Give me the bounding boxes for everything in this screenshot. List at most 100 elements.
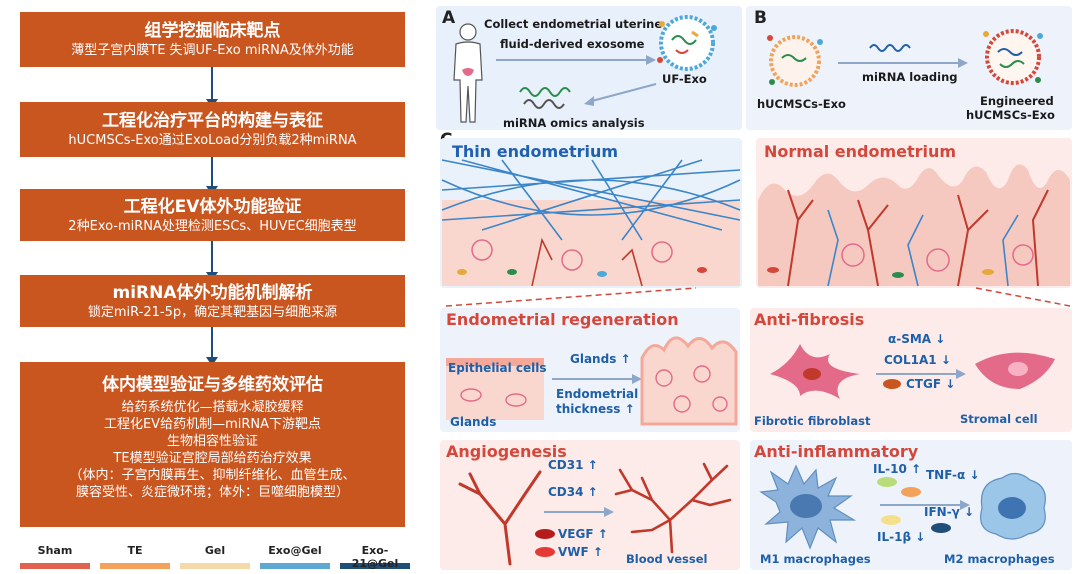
thin-tissue-illustration [441, 159, 741, 287]
panel-a-letter: A [442, 8, 456, 28]
ctgf-marker-icon [883, 379, 901, 389]
ifn-text: IFN-γ [924, 505, 960, 519]
legend-swatch [180, 563, 250, 569]
cd31-text: CD31 [548, 458, 584, 472]
m2-macrophage-label: M2 macrophages [944, 552, 1055, 566]
flow-step-5-line: （体内：子宫内膜再生、抑制纤维化、血管生成、 [69, 468, 356, 483]
anti-inflammatory-title: Anti-inflammatory [754, 442, 919, 461]
legend-item-exo21-gel: Exo-21@Gel [340, 544, 410, 570]
flow-step-3: 工程化EV体外功能验证 2种Exo-miRNA处理检测ESCs、HUVEC细胞表… [20, 189, 405, 241]
flow-arrow [206, 327, 218, 366]
m2-macrophage-icon [980, 472, 1046, 540]
glands-label: Glands [450, 415, 497, 429]
il1b-text: IL-1β [877, 530, 912, 544]
mirna-cargo-icon [869, 44, 911, 52]
arrow-right-icon [838, 58, 968, 68]
arrow-down-icon: ↓ [945, 377, 956, 391]
flow-step-5-line: 生物相容性验证 [166, 434, 258, 449]
flow-step-1-desc: 薄型子宫内膜TE 失调UF-Exo miRNA及体外功能 [71, 43, 354, 58]
hucmscs-exo-icon [767, 35, 823, 87]
legend-item-te: TE [100, 544, 170, 569]
flow-step-4-title: miRNA体外功能机制解析 [112, 282, 313, 303]
ctgf-text: CTGF [906, 377, 942, 391]
collect-text-line1: Collect endometrial uterine [484, 17, 663, 31]
zoom-dashed-lines [445, 287, 1071, 307]
tnf-text: TNF-α [926, 468, 966, 482]
arrow-right-icon [880, 500, 970, 510]
flow-step-2-title: 工程化治疗平台的构建与表征 [102, 111, 323, 131]
thin-endometrium-title: Thin endometrium [452, 142, 619, 161]
engineered-label-line1: Engineered [980, 94, 1054, 108]
arrow-right-icon [544, 507, 614, 517]
flow-arrow [206, 67, 218, 108]
flow-step-5-line: TE模型验证宫腔局部给药治疗效果 [113, 451, 312, 466]
vwf-marker-icon [535, 547, 555, 557]
sparse-vessel-icon [458, 470, 542, 566]
regenerated-epithelium-illustration [640, 336, 738, 426]
arrow-up-icon: ↑ [624, 402, 635, 416]
uf-exo-label: UF-Exo [662, 72, 707, 86]
flow-arrow [206, 241, 218, 281]
il10-text: IL-10 [873, 462, 907, 476]
tnf-marker-icon [901, 487, 921, 497]
omics-label: miRNA omics analysis [503, 116, 645, 130]
blood-vessel-label: Blood vessel [626, 552, 708, 566]
legend-label: Gel [204, 544, 226, 557]
normal-endometrium-title: Normal endometrium [764, 142, 957, 161]
hucmscs-exo-label: hUCMSCs-Exo [757, 97, 846, 111]
flow-step-5: 体内模型验证与多维药效评估 给药系统优化—搭载水凝胶缓释 工程化EV给药机制—m… [20, 362, 405, 527]
col1a1-label: COL1A1 ↓ [884, 353, 951, 368]
legend-swatch [260, 563, 330, 569]
legend-label: TE [127, 544, 143, 557]
panel-b-letter: B [754, 8, 767, 28]
thickness-up-label: thickness ↑ [556, 402, 635, 417]
il1b-label: IL-1β ↓ [877, 530, 925, 545]
glands-up-text: Glands [570, 352, 617, 366]
mirna-loading-label: miRNA loading [862, 70, 958, 84]
asma-label: α-SMA ↓ [888, 332, 945, 347]
uf-exo-icon [657, 15, 717, 71]
flow-step-2: 工程化治疗平台的构建与表征 hUCMSCs-Exo通过ExoLoad分别负载2种… [20, 102, 405, 157]
collect-text-line2: fluid-derived exosome [500, 37, 645, 51]
flow-step-1: 组学挖掘临床靶点 薄型子宫内膜TE 失调UF-Exo miRNA及体外功能 [20, 12, 405, 67]
il10-marker-icon [877, 477, 897, 487]
flow-arrow [206, 157, 218, 195]
regeneration-title: Endometrial regeneration [446, 310, 679, 329]
arrow-down-icon: ↓ [940, 353, 951, 367]
asma-text: α-SMA [888, 332, 932, 346]
legend-label: Exo-21@Gel [351, 544, 399, 570]
legend-swatch [340, 563, 410, 569]
m1-macrophage-label: M1 macrophages [760, 552, 871, 566]
arrow-up-icon: ↑ [587, 458, 598, 472]
legend-label: Sham [37, 544, 73, 557]
ctgf-label: CTGF ↓ [906, 377, 955, 392]
flow-step-3-title: 工程化EV体外功能验证 [123, 196, 302, 217]
engineered-exo-icon [983, 29, 1043, 85]
stromal-cell-icon [975, 352, 1055, 389]
group-legend: Sham TE Gel Exo@Gel Exo-21@Gel [20, 544, 420, 572]
epithelial-cells-label: Epithelial cells [448, 361, 547, 375]
engineered-label-line2: hUCMSCs-Exo [966, 108, 1055, 122]
cd34-label: CD34 ↑ [548, 485, 598, 500]
flow-step-5-line: 工程化EV给药机制—miRNA下游靶点 [103, 417, 322, 432]
tnf-label: TNF-α ↓ [926, 468, 980, 483]
vegf-marker-icon [535, 529, 555, 539]
flow-step-4: miRNA体外功能机制解析 锁定miR-21-5p，确定其靶基因与细胞来源 [20, 275, 405, 327]
arrow-down-icon: ↓ [935, 332, 946, 346]
blood-vessel-icon [614, 462, 732, 554]
cd31-label: CD31 ↑ [548, 458, 598, 473]
arrow-diagonal-icon [584, 83, 657, 106]
legend-item-gel: Gel [180, 544, 250, 569]
legend-swatch [100, 563, 170, 569]
flow-step-1-title: 组学挖掘临床靶点 [144, 21, 281, 41]
vwf-text: VWF [558, 545, 589, 559]
cd34-text: CD34 [548, 485, 584, 499]
normal-tissue-illustration [758, 164, 1070, 287]
mirna-strands-icon [519, 87, 571, 109]
arrow-right-icon [552, 374, 642, 384]
arrow-up-icon: ↑ [592, 545, 603, 559]
glands-up-label: Glands ↑ [570, 352, 631, 367]
angiogenesis-title: Angiogenesis [446, 442, 567, 461]
thickness-label-line1: Endometrial [556, 387, 639, 401]
arrow-up-icon: ↑ [910, 462, 922, 476]
